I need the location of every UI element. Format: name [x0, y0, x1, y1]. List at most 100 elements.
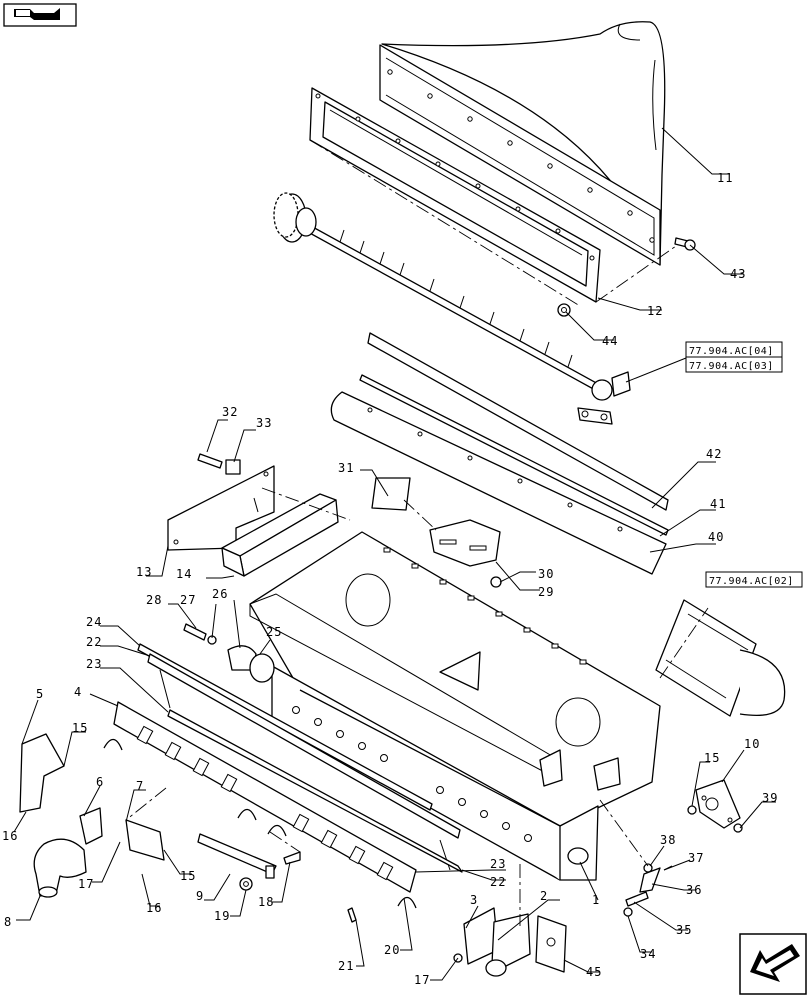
callout-36: 36	[686, 883, 702, 897]
part-10-flange	[695, 779, 741, 829]
part-5-bracket	[19, 733, 65, 813]
part-14-block	[221, 493, 339, 577]
callout-22-right: 22	[490, 875, 506, 889]
callout-7: 7	[136, 779, 144, 793]
part-30-bracket	[429, 519, 501, 567]
part-auger-shaft	[273, 192, 631, 425]
bolt-18	[283, 851, 301, 865]
callout-35: 35	[676, 923, 692, 937]
part-45-plate	[535, 915, 567, 973]
callout-28: 28	[146, 593, 162, 607]
callout-27: 27	[180, 593, 196, 607]
callout-17-bottom: 17	[414, 973, 430, 987]
callout-3: 3	[470, 893, 478, 907]
part-4-grate	[103, 701, 417, 909]
callout-6: 6	[96, 775, 104, 789]
pin-21	[347, 907, 357, 923]
callout-14: 14	[176, 567, 192, 581]
bolt-43	[674, 237, 696, 251]
callout-37: 37	[688, 851, 704, 865]
callout-18: 18	[258, 895, 274, 909]
part-seal-plate	[379, 44, 661, 266]
spacer-33	[225, 459, 241, 475]
reference-label: 77.904.AC[03]	[689, 361, 774, 372]
flag-arrow-icon[interactable]	[3, 3, 77, 27]
bolt-35	[625, 891, 649, 907]
part-25-disc	[249, 653, 275, 683]
callout-44: 44	[602, 334, 618, 348]
callout-22: 22	[86, 635, 102, 649]
reference-label: 77.904.AC[04]	[689, 346, 774, 357]
callout-9: 9	[196, 889, 204, 903]
bolt-32	[197, 453, 223, 469]
part-8-elbow	[33, 838, 87, 898]
callout-45: 45	[586, 965, 602, 979]
callout-12: 12	[647, 304, 663, 318]
callout-4: 4	[74, 685, 82, 699]
callout-5: 5	[36, 687, 44, 701]
part-31-pad	[371, 477, 411, 511]
bolt-29	[490, 576, 502, 588]
callout-24: 24	[86, 615, 102, 629]
part-42-strip	[367, 332, 669, 511]
reference-box-02[interactable]: 77.904.AC[02]	[705, 571, 803, 588]
callout-23-right: 23	[490, 857, 506, 871]
callout-40: 40	[708, 530, 724, 544]
callout-15-left: 15	[72, 721, 88, 735]
part-drive-assembly	[655, 599, 786, 717]
bolt-39	[733, 823, 743, 833]
callout-11: 11	[717, 171, 733, 185]
callout-10: 10	[744, 737, 760, 751]
next-page-arrow-icon[interactable]	[739, 933, 807, 995]
callout-labels: 11 12 43 44 42 41 40 30 29 31 32 33 13 1…	[2, 171, 778, 987]
callout-15-mid: 15	[180, 869, 196, 883]
callout-41: 41	[710, 497, 726, 511]
part-41-strip	[359, 374, 669, 536]
bolt-15-right	[687, 805, 697, 815]
leader-lines	[13, 127, 776, 981]
callout-23: 23	[86, 657, 102, 671]
alignment-lines	[125, 139, 709, 926]
callout-2: 2	[540, 889, 548, 903]
callout-20: 20	[384, 943, 400, 957]
part-13-plate	[167, 465, 275, 551]
nut-44	[557, 303, 571, 317]
callout-25: 25	[266, 625, 282, 639]
callout-1: 1	[592, 893, 600, 907]
callout-13: 13	[136, 565, 152, 579]
callout-39: 39	[762, 791, 778, 805]
part-9-bar	[197, 833, 277, 879]
reference-box-04[interactable]: 77.904.AC[04]	[685, 341, 783, 358]
callout-38: 38	[660, 833, 676, 847]
callout-31: 31	[338, 461, 354, 475]
callout-30: 30	[538, 567, 554, 581]
callout-16-mid: 16	[146, 901, 162, 915]
callout-42: 42	[706, 447, 722, 461]
reference-box-03[interactable]: 77.904.AC[03]	[685, 356, 783, 373]
callout-34: 34	[640, 947, 656, 961]
washer-34	[623, 907, 633, 917]
callout-16-left: 16	[2, 829, 18, 843]
callout-29: 29	[538, 585, 554, 599]
callout-17-left: 17	[78, 877, 94, 891]
spring-36	[639, 867, 661, 893]
part-11-hood	[381, 21, 666, 266]
part-40-seal	[330, 391, 667, 575]
callout-8: 8	[4, 915, 12, 929]
part-1-housing	[249, 531, 661, 881]
part-23-strip	[167, 709, 463, 873]
part-6-plate	[79, 807, 103, 845]
callout-21: 21	[338, 959, 354, 973]
part-7-plate	[125, 819, 165, 861]
nut-19	[239, 877, 253, 891]
bolt-28	[183, 623, 207, 641]
callout-43: 43	[730, 267, 746, 281]
callout-33: 33	[256, 416, 272, 430]
callout-32: 32	[222, 405, 238, 419]
callout-19: 19	[214, 909, 230, 923]
callout-15-right: 15	[704, 751, 720, 765]
callout-26: 26	[212, 587, 228, 601]
part-24-strip	[137, 643, 433, 811]
reference-label: 77.904.AC[02]	[709, 576, 794, 587]
